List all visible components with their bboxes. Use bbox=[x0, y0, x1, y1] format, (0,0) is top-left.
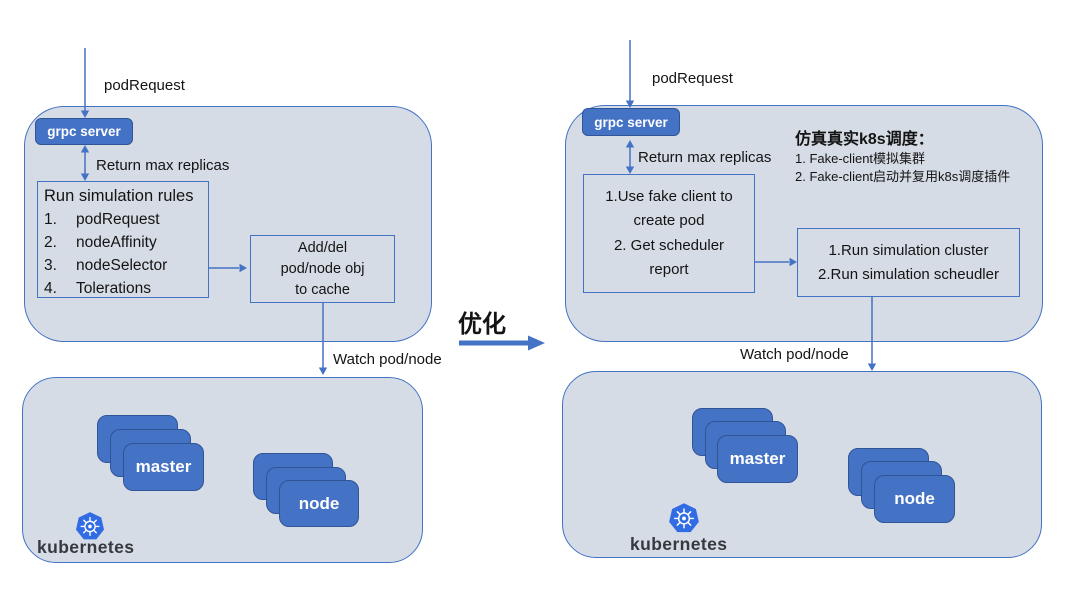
fake-client-line: 1.Use fake client to bbox=[605, 187, 733, 205]
node-card-front: node bbox=[279, 480, 359, 527]
rule-number: 4. bbox=[44, 280, 57, 297]
arrow-podrequest-right bbox=[625, 40, 635, 108]
kubernetes-logo-icon bbox=[669, 503, 699, 533]
watch-pod-node-label-right: Watch pod/node bbox=[740, 346, 849, 363]
kubernetes-wordmark-right: kubernetes bbox=[630, 534, 728, 554]
fake-client-line: create pod bbox=[633, 212, 705, 229]
simulation-rules-box: Run simulation rules 1. podRequest 2. no… bbox=[37, 181, 209, 298]
cache-box-line: Add/del bbox=[297, 239, 348, 256]
rule-label: nodeSelector bbox=[76, 257, 168, 274]
node-card-front: node bbox=[874, 475, 955, 523]
kubernetes-logo-icon bbox=[75, 512, 105, 540]
cache-box-line: pod/node obj bbox=[280, 260, 365, 277]
kubernetes-wordmark-left: kubernetes bbox=[37, 537, 135, 557]
return-max-replicas-label-right: Return max replicas bbox=[638, 149, 772, 166]
rule-item: 3. nodeSelector bbox=[44, 254, 208, 277]
rule-label: podRequest bbox=[76, 211, 160, 228]
notes-title: 仿真真实k8s调度： bbox=[795, 131, 934, 148]
rule-number: 2. bbox=[44, 234, 57, 251]
simulator-panel-right bbox=[565, 105, 1043, 342]
rule-item: 4. Tolerations bbox=[44, 277, 208, 300]
fake-client-line: 2. Get scheduler bbox=[613, 236, 725, 254]
rule-item: 1. podRequest bbox=[44, 208, 208, 231]
pod-request-label-left: podRequest bbox=[104, 77, 185, 94]
run-simulation-line: 1.Run simulation cluster bbox=[828, 241, 989, 259]
master-card-front: master bbox=[123, 443, 204, 491]
run-simulation-box: 1.Run simulation cluster 2.Run simulatio… bbox=[797, 228, 1020, 297]
notes-line: 1. Fake-client模拟集群 bbox=[795, 151, 926, 166]
cache-box-line: to cache bbox=[295, 281, 350, 298]
master-card-front: master bbox=[717, 435, 798, 483]
grpc-server-badge-right: grpc server bbox=[582, 108, 680, 136]
optimize-label: 优化 bbox=[458, 311, 506, 338]
k8s-schedule-notes: 仿真真实k8s调度： 1. Fake-client模拟集群 2. Fake-cl… bbox=[795, 129, 1010, 185]
rule-label: nodeAffinity bbox=[76, 234, 157, 251]
watch-pod-node-label-left: Watch pod/node bbox=[333, 351, 442, 368]
rule-number: 1. bbox=[44, 211, 57, 228]
run-simulation-line: 2.Run simulation scheudler bbox=[818, 265, 999, 283]
notes-line: 2. Fake-client启动并复用k8s调度插件 bbox=[795, 168, 1011, 184]
rule-label: Tolerations bbox=[76, 280, 151, 297]
grpc-server-badge-left: grpc server bbox=[35, 118, 133, 145]
return-max-replicas-label-left: Return max replicas bbox=[96, 157, 230, 174]
rule-item: 2. nodeAffinity bbox=[44, 231, 208, 254]
cluster-panel-right bbox=[562, 371, 1042, 558]
rule-number: 3. bbox=[44, 257, 57, 274]
pod-request-label-right: podRequest bbox=[652, 70, 733, 87]
fake-client-box: 1.Use fake client to create pod 2. Get s… bbox=[583, 174, 755, 293]
fake-client-line: report bbox=[649, 261, 689, 278]
cache-box: Add/del pod/node obj to cache bbox=[250, 235, 395, 303]
rules-title: Run simulation rules bbox=[44, 187, 194, 205]
